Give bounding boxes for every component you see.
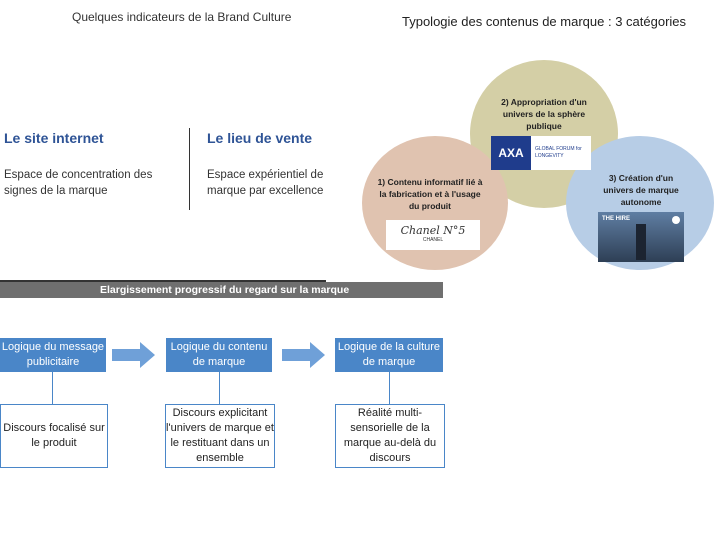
connector-line (389, 372, 390, 404)
flow-detail-1: Discours focalisé sur le produit (0, 404, 108, 468)
chanel-wordmark: CHANEL (386, 237, 480, 243)
chanel-script: Chanel N°5 (386, 224, 480, 237)
flow-box-2: Logique du contenu de marque (166, 338, 272, 372)
left-panel-title: Quelques indicateurs de la Brand Culture (72, 10, 291, 24)
circle-label-3: 3) Création d'un univers de marque auton… (598, 172, 684, 208)
figure-silhouette (636, 224, 646, 260)
bmw-badge-icon (672, 216, 680, 224)
circle-label-1: 1) Contenu informatif lié à la fabricati… (374, 176, 486, 212)
sponsor-logos: AXA GLOBAL FORUM for LONGEVITY (491, 136, 591, 170)
col1-desc: Espace de concentration des signes de la… (4, 167, 174, 199)
arrow-right-icon (282, 340, 326, 370)
axa-logo: AXA (491, 136, 531, 170)
circle-label-2: 2) Appropriation d'un univers de la sphè… (500, 96, 588, 132)
right-panel-title: Typologie des contenus de marque : 3 cat… (402, 14, 686, 29)
flow-box-3: Logique de la culture de marque (335, 338, 443, 372)
flow-detail-3: Réalité multi-sensorielle de la marque a… (335, 404, 445, 468)
col1-heading: Le site internet (4, 130, 104, 146)
chanel-logo: Chanel N°5 CHANEL (386, 220, 480, 250)
connector-line (52, 372, 53, 404)
col2-heading: Le lieu de vente (207, 130, 312, 146)
forum-logo: GLOBAL FORUM for LONGEVITY (531, 136, 591, 170)
arrow-right-icon (112, 340, 156, 370)
flow-detail-2: Discours explicitant l'univers de marque… (165, 404, 275, 468)
bmw-film-poster: THE HIRE (598, 212, 684, 262)
connector-line (219, 372, 220, 404)
flow-box-1: Logique du message publicitaire (0, 338, 106, 372)
column-divider (189, 128, 190, 210)
col2-desc: Espace expérientiel de marque par excell… (207, 167, 327, 199)
scope-band-label: Elargissement progressif du regard sur l… (100, 284, 349, 296)
